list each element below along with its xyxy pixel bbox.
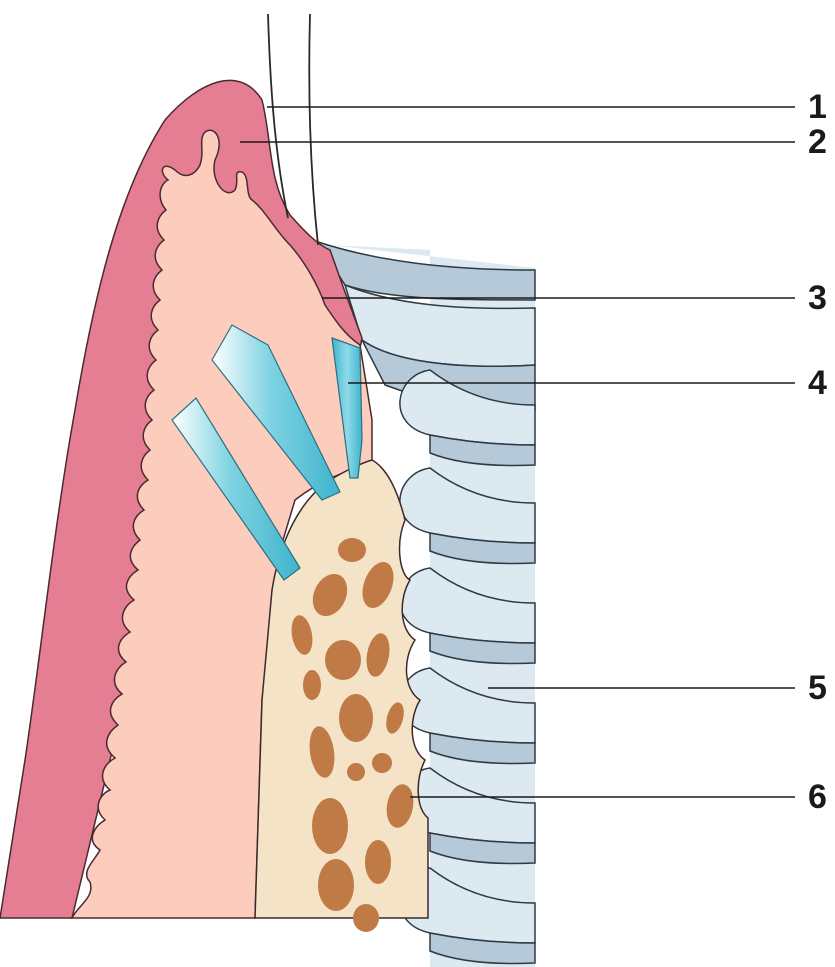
marrow-space [303, 670, 321, 700]
label-6: 6 [808, 778, 827, 816]
marrow-space [318, 859, 354, 911]
label-3: 3 [808, 279, 827, 317]
marrow-space [372, 753, 392, 773]
marrow-space [347, 763, 365, 781]
marrow-space [365, 840, 391, 884]
marrow-space [353, 904, 379, 932]
label-5: 5 [808, 669, 827, 707]
marrow-space [312, 798, 348, 854]
label-1: 1 [808, 88, 827, 126]
probe-line-right [309, 14, 318, 245]
marrow-space [339, 694, 373, 742]
label-2: 2 [808, 123, 827, 161]
labels: 1 2 3 4 5 6 [808, 88, 827, 816]
marrow-space [325, 640, 361, 680]
label-4: 4 [808, 364, 827, 402]
marrow-space [338, 538, 366, 562]
